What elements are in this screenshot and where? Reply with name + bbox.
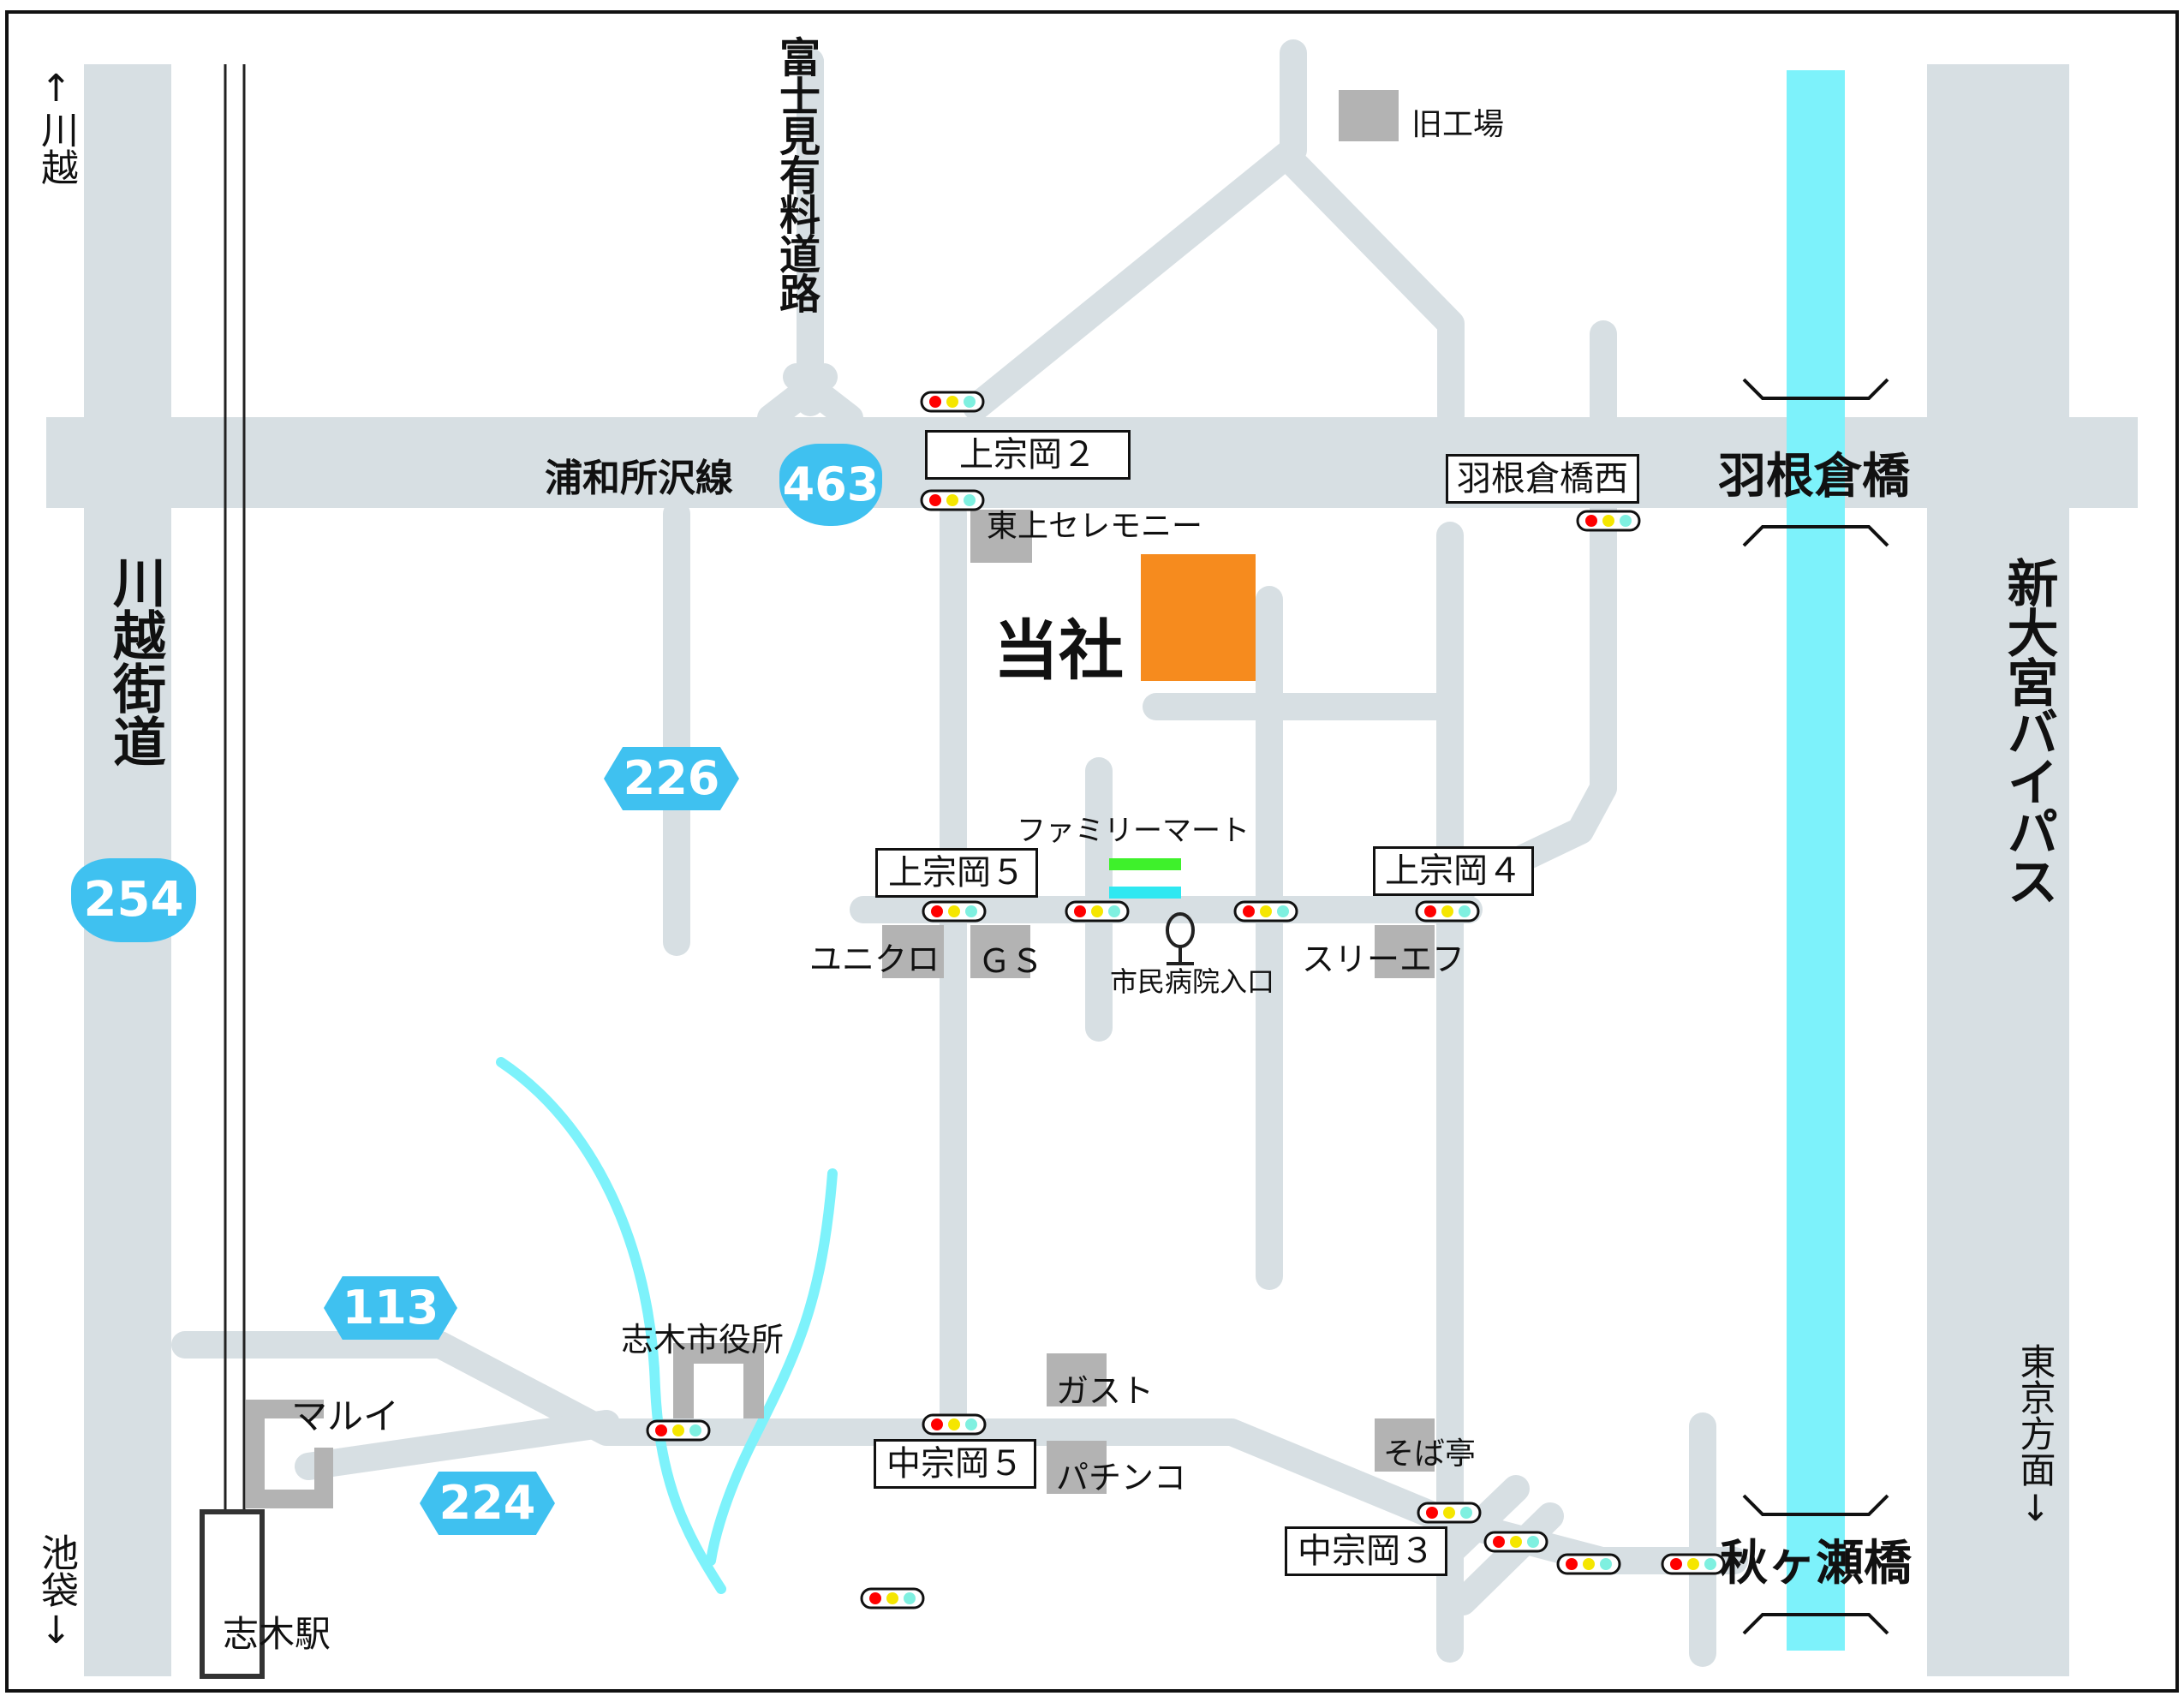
gusto-label: ガスト <box>1056 1372 1155 1410</box>
familymart-green-bar <box>1109 858 1181 870</box>
intersection-nakamuneoka3: 中宗岡３ <box>1285 1526 1447 1576</box>
signal <box>860 1587 925 1609</box>
signal <box>922 900 987 923</box>
fujimi-toll-road-label: 富士見有料道路 <box>772 36 820 312</box>
route-463-shield: 463 <box>779 444 882 526</box>
shin-omiya-bypass-label: 新大宮バイパス <box>1998 557 2058 905</box>
intersection-kamimuneoka2: 上宗岡２ <box>925 430 1131 480</box>
signal <box>1415 900 1480 923</box>
familymart-label: ファミリーマート <box>1017 814 1250 848</box>
marui-label: マルイ <box>291 1395 400 1437</box>
three-f-label: スリーエフ <box>1302 941 1465 978</box>
kawagoe-kaido-label: 川越街道 <box>104 555 166 767</box>
bridge-marks <box>1742 378 1889 1635</box>
route-224-shield: 224 <box>420 1472 555 1535</box>
shiki-station-building <box>200 1509 265 1679</box>
to-kawagoe-direction: ↑川越 <box>34 67 78 186</box>
route-113-shield: 113 <box>324 1276 457 1340</box>
pachinko-label: パチンコ <box>1056 1459 1187 1496</box>
shiki-station-label: 志木駅 <box>223 1613 331 1655</box>
shin-omiya-bypass-road <box>1927 64 2069 1676</box>
arakawa-river <box>1787 70 1845 1651</box>
gas-station-label: ＧＳ <box>978 942 1044 980</box>
signal <box>1417 1502 1482 1524</box>
pachinko-block <box>1047 1441 1107 1494</box>
intersection-nakamuneoka5: 中宗岡５ <box>874 1439 1036 1489</box>
route-254-shield: 254 <box>71 858 196 942</box>
three-f-block <box>1375 925 1435 978</box>
local-roads <box>171 39 1748 1667</box>
intersection-kamimuneoka4: 上宗岡４ <box>1373 846 1534 896</box>
tojo-ceremony-label: 東上セレモニー <box>987 509 1203 544</box>
map-frame <box>5 10 2179 1693</box>
city-hall-building <box>673 1343 764 1418</box>
gusto-block <box>1047 1353 1107 1406</box>
old-factory-block <box>1339 90 1399 141</box>
akigase-bridge-label: 秋ヶ瀬橋 <box>1720 1535 1912 1591</box>
signal <box>646 1419 711 1442</box>
akigase-bridge-mark <box>1742 1494 1889 1635</box>
signal <box>1661 1553 1726 1575</box>
signal <box>1576 510 1641 532</box>
route-226-shield: 226 <box>604 747 739 810</box>
signal <box>922 1413 987 1436</box>
signal <box>1065 900 1130 923</box>
to-tokyo-direction: 東京方面↓ <box>2014 1343 2056 1529</box>
intersection-kamimuneoka5: 上宗岡５ <box>875 848 1038 898</box>
signal <box>1556 1553 1621 1575</box>
urawa-tokorozawa-line-label: 浦和所沢線 <box>545 457 733 500</box>
city-hall-label: 志木市役所 <box>621 1321 785 1359</box>
hospital-pin-icon <box>1166 912 1195 965</box>
signal <box>920 489 985 511</box>
hospital-entrance-label: 市民病院入口 <box>1110 965 1275 998</box>
uniqlo-label: ユニクロ <box>809 941 940 978</box>
uniqlo-block <box>882 925 944 978</box>
signal <box>1233 900 1298 923</box>
streams <box>496 1057 838 1594</box>
hanekura-bridge-mark <box>1742 378 1889 547</box>
buildings <box>882 90 1435 1494</box>
signal <box>1483 1531 1548 1553</box>
soba-tei-block <box>1375 1418 1435 1472</box>
company-building <box>1141 554 1256 681</box>
old-factory-label: 旧工場 <box>1411 107 1505 142</box>
hanekura-bridge-label: 羽根倉橋 <box>1718 448 1910 505</box>
to-ikebukuro-direction: 池袋↓ <box>34 1533 78 1652</box>
company-label: 当社 <box>994 612 1124 689</box>
railway <box>224 64 246 1512</box>
soba-tei-label: そば亭 <box>1383 1436 1477 1472</box>
signal <box>920 391 985 413</box>
marui-building <box>246 1400 333 1508</box>
gs-block <box>970 925 1030 978</box>
tojo-ceremony-block <box>970 510 1032 563</box>
familymart-cyan-bar <box>1109 887 1181 899</box>
intersection-hanekurabashi-nishi: 羽根倉橋西 <box>1446 454 1639 504</box>
